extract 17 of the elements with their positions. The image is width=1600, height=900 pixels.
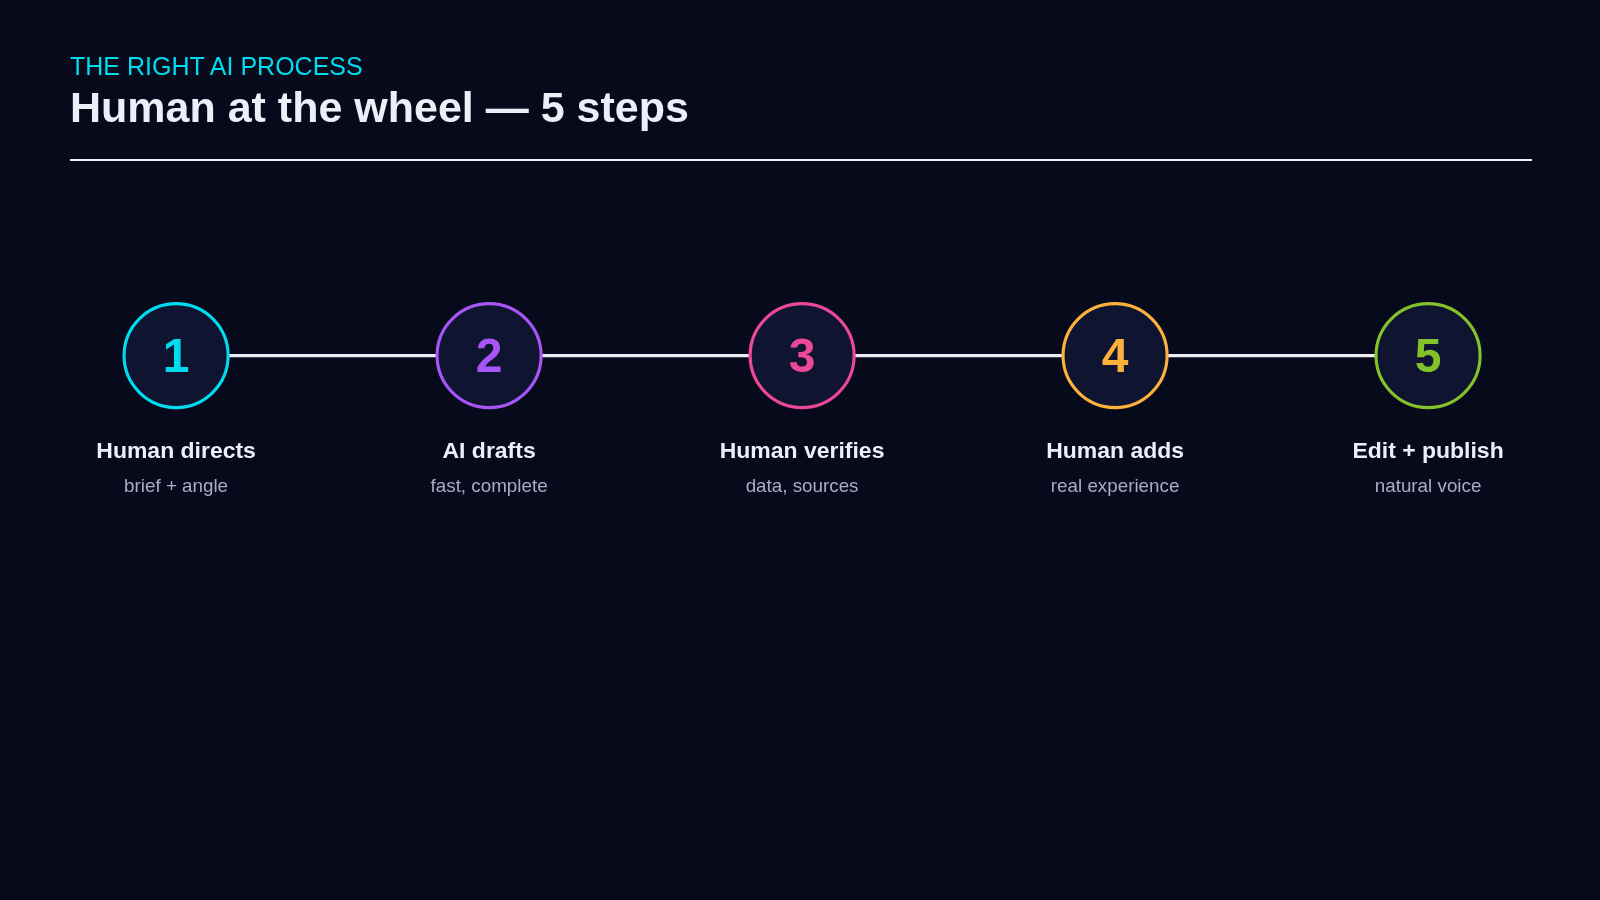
step-title: AI drafts bbox=[442, 436, 536, 463]
slide-title: Human at the wheel — 5 steps bbox=[70, 86, 689, 129]
step-caption: real experience bbox=[1050, 475, 1180, 497]
numbered-circle: 1 bbox=[122, 302, 230, 410]
step-caption: natural voice bbox=[1374, 475, 1482, 497]
step-title: Human adds bbox=[1046, 436, 1184, 463]
numbered-circle: 5 bbox=[1374, 302, 1482, 410]
step-title: Edit + publish bbox=[1352, 436, 1504, 463]
step-caption: fast, complete bbox=[430, 475, 548, 497]
numbered-circle: 4 bbox=[1061, 302, 1169, 410]
numbered-circle: 3 bbox=[748, 302, 856, 410]
step-caption: data, sources bbox=[745, 475, 859, 497]
eyebrow-label: THE RIGHT AI PROCESS bbox=[70, 54, 363, 79]
step-title: Human verifies bbox=[719, 436, 885, 463]
step-caption: brief + angle bbox=[124, 475, 229, 497]
numbered-circle: 2 bbox=[435, 302, 543, 410]
step-title: Human directs bbox=[96, 436, 256, 463]
